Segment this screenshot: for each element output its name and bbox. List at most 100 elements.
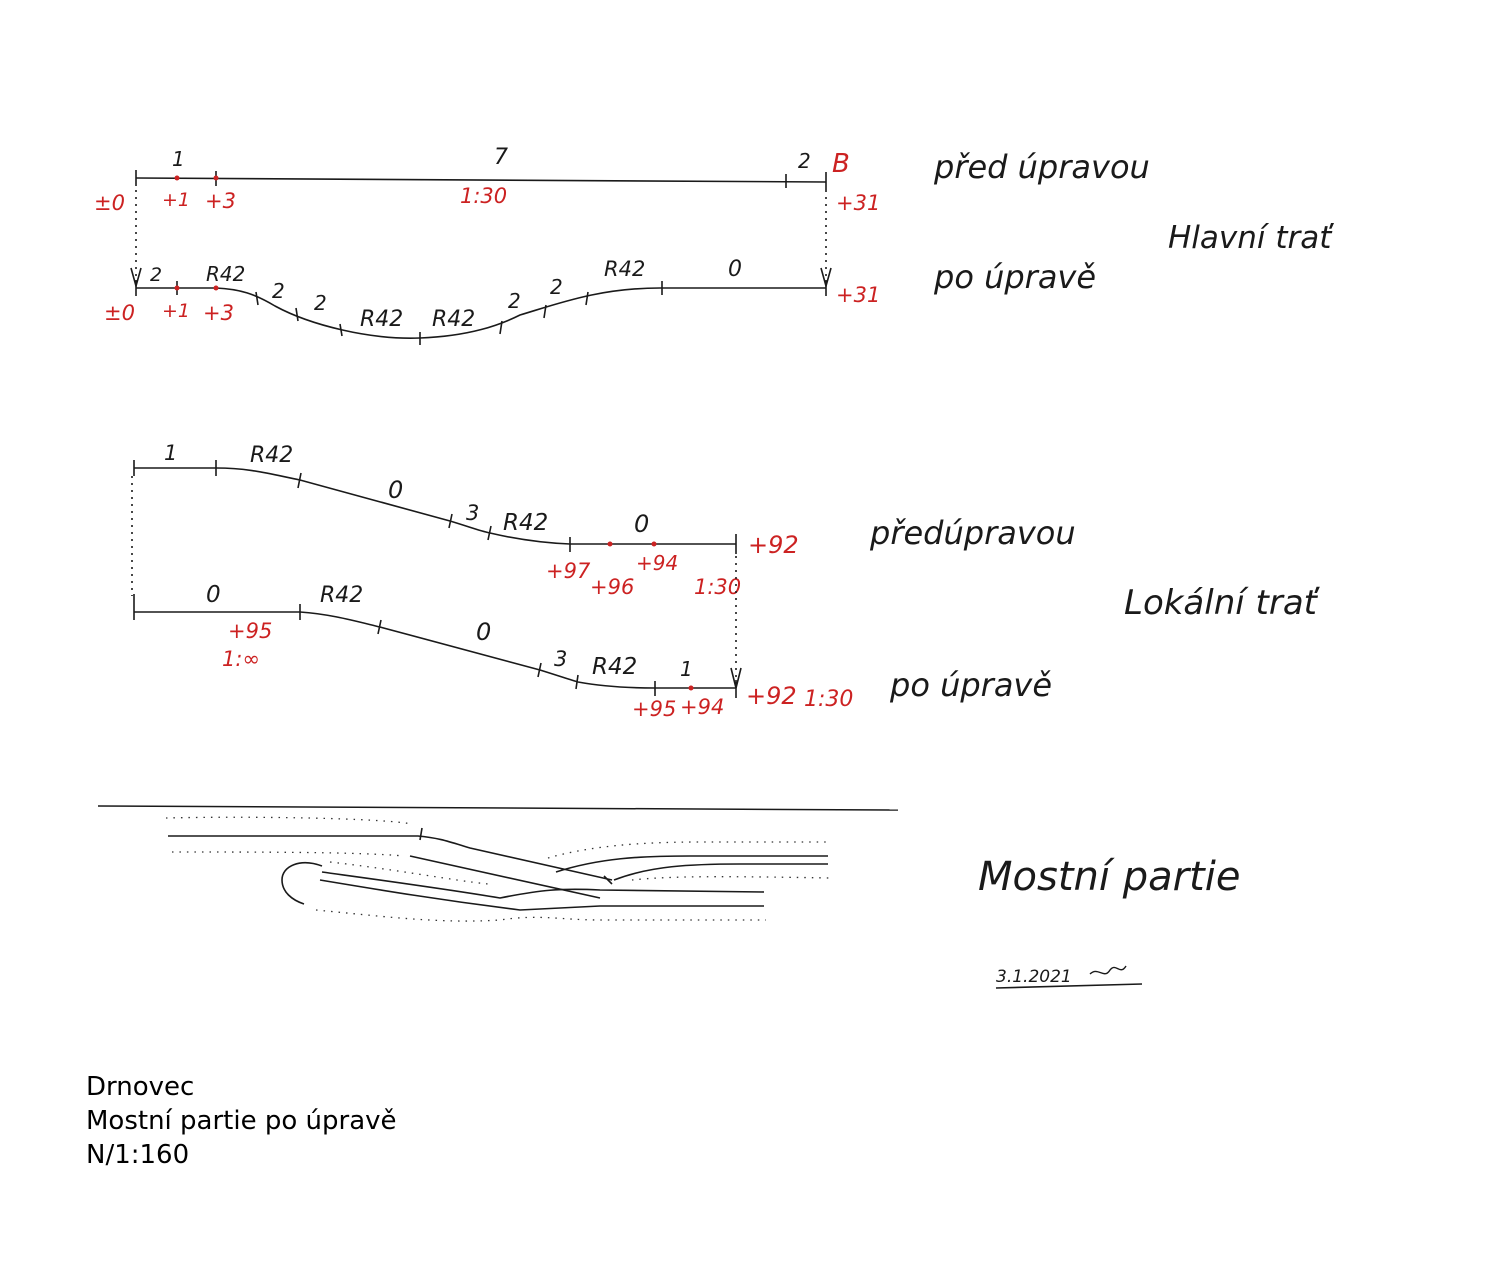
height-label: ±0 [94,191,125,215]
height-point [688,685,694,691]
segment-label: 2 [314,291,327,315]
lokalni-after-track [134,611,736,689]
height-label: +96 [590,575,634,599]
gradient-label: 1:30 [694,575,741,599]
segment-label: R42 [604,257,645,281]
height-label: +1 [162,189,190,211]
before-label: před úpravou [933,148,1150,186]
segment-label: 2 [150,264,162,286]
bridge-end [419,827,423,841]
signature: 3.1.2021 [995,965,1143,989]
ballast-edge [547,841,830,859]
tick [543,304,547,319]
segment-label: 1 [164,441,177,465]
height-label: +97 [546,559,591,583]
hlavni-before-profile: 1 7 2 B ±0 +1 +3 +31 1:30 [94,145,880,215]
segment-label: R42 [592,654,637,680]
hlavni-after-track [136,287,826,339]
ballast-edge [171,851,405,857]
height-point [174,175,180,181]
height-point [174,285,180,291]
height-label: +3 [205,189,236,213]
before-label: předúpravou [869,514,1076,552]
tick [487,525,492,541]
height-point [213,175,219,181]
segment-label: R42 [250,443,293,468]
upper-track [168,835,613,881]
segment-label: 0 [388,476,403,504]
gradient-label: 1:30 [460,184,507,208]
height-label: +95 [632,697,676,721]
signature-flourish [1089,965,1127,975]
gradient-label: 1:30 [804,687,853,712]
segment-label: 2 [508,289,521,313]
baseline [97,805,899,811]
right-track [613,863,828,881]
tick [537,662,542,678]
segment-label: 3 [554,647,567,671]
segment-label: 2 [272,279,285,303]
lower-track [319,879,764,911]
segment-label: 0 [728,257,742,282]
segment-label: 2 [798,149,811,173]
end-marker: B [832,149,850,179]
hlavni-before-track [135,177,827,183]
segment-label: 0 [476,618,491,646]
segment-label: 1 [680,657,693,681]
height-label: +31 [836,191,880,215]
ballast-edge [315,909,766,922]
height-label: +1 [162,300,190,322]
tick [255,291,259,306]
segment-label: R42 [206,262,245,286]
height-label: +31 [836,283,880,307]
ballast-edge [631,876,831,881]
height-point [651,541,657,547]
tick [339,323,343,337]
hlavni-after-profile: 2 R42 2 2 R42 R42 2 2 R42 0 ±0 +1 +3 +31 [104,257,880,345]
lokalni-before-profile: 1 R42 0 3 R42 0 +97 +96 +94 +92 1:30 [133,441,799,599]
caption-title: Mostní partie po úpravě [86,1106,397,1136]
loop-track [281,862,323,905]
segment-label: 0 [634,510,649,538]
after-label: po úpravě [889,666,1052,704]
segment-label: R42 [503,510,548,536]
right-track [555,855,828,873]
height-label: +92 [746,682,797,710]
bridge-rail [409,855,601,899]
height-label: +92 [748,531,799,559]
height-point [213,285,219,291]
signature-underline [995,983,1143,989]
gradient-label: 1:∞ [222,647,260,671]
segment-label: 7 [494,145,508,170]
segment-label: 0 [206,582,221,608]
height-label: +3 [203,301,234,325]
segment-label: 2 [550,275,563,299]
tick [297,472,302,489]
caption: Drnovec Mostní partie po úpravě N/1:160 [86,1070,397,1172]
bridge-sketch [97,805,899,922]
height-label: +95 [228,619,272,643]
ballast-edge [165,816,413,825]
tick [499,320,503,335]
caption-location: Drnovec [86,1072,195,1102]
section-title: Mostní partie [978,854,1240,900]
section-title: Lokální trať [1124,583,1321,623]
segment-label: R42 [360,307,403,332]
tick [377,619,382,635]
bridge-end [603,875,613,885]
height-label: +94 [636,551,678,575]
segment-label: 3 [466,501,479,525]
caption-scale: N/1:160 [86,1140,190,1170]
height-label: +94 [680,695,724,719]
lokalni-before-track [134,467,736,545]
height-label: ±0 [104,301,135,325]
ballast-edge [329,861,489,885]
segment-label: 1 [172,147,185,171]
segment-label: R42 [320,583,363,608]
lower-track [321,871,765,899]
lokalni-after-profile: 0 R42 0 3 R42 1 +95 +95 +94 +92 1:∞ 1:30 [133,582,853,721]
height-point [607,541,613,547]
after-label: po úpravě [933,258,1096,296]
signature-date: 3.1.2021 [996,967,1072,987]
